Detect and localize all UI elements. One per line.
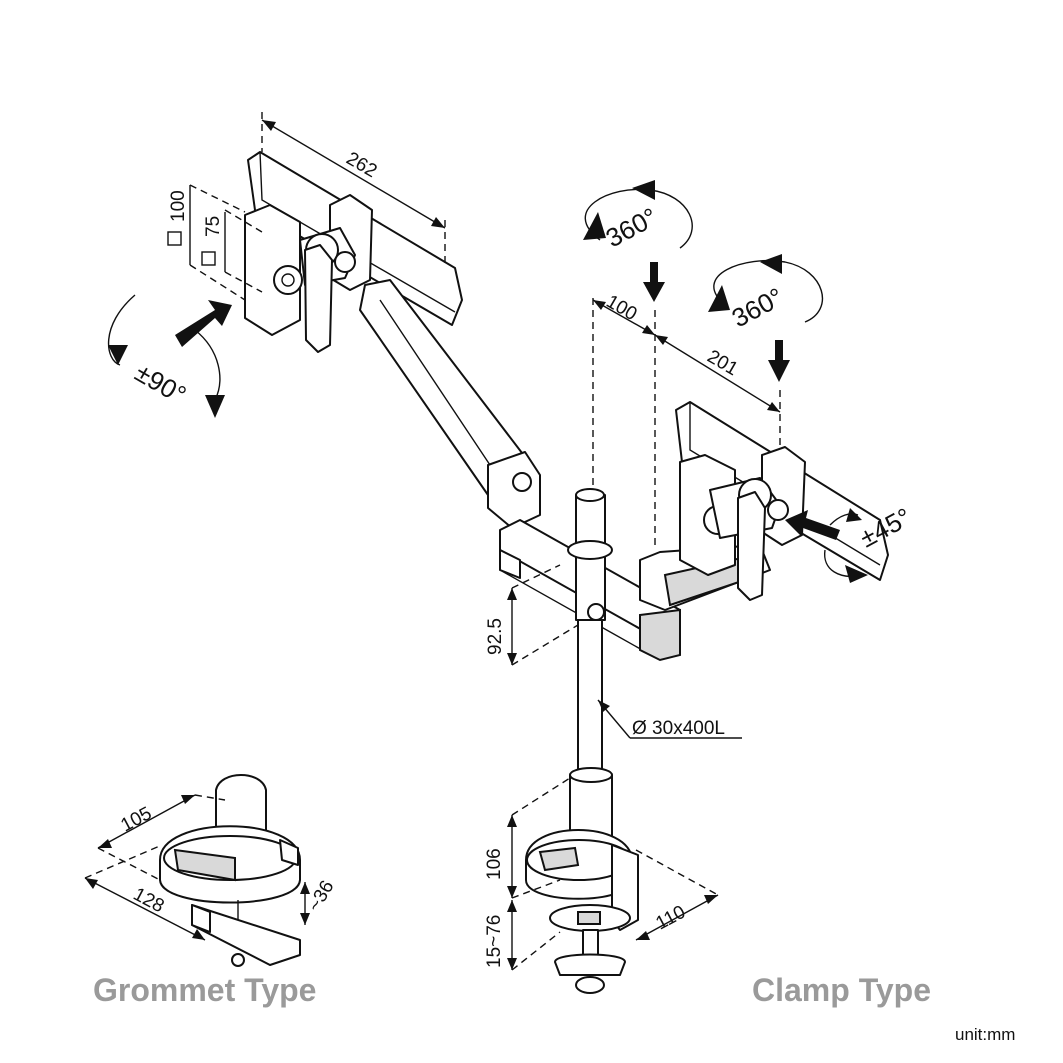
label-offset-100: 100 (603, 291, 641, 325)
rotation-arrows (108, 180, 868, 583)
left-monitor-arm (167, 151, 463, 353)
label-rotate-left: 360° (601, 202, 663, 254)
label-vesa-100: 100 (168, 190, 189, 222)
label-arm-201: 201 (704, 346, 742, 380)
clamp-type-caption: Clamp Type (752, 972, 931, 1008)
label-height-92-5: 92.5 (485, 618, 506, 655)
label-pole: Ø 30x400L (632, 718, 725, 739)
pole (569, 619, 613, 863)
clamp-base (525, 829, 639, 994)
grommet-base (159, 774, 301, 967)
label-grommet-36: ~36 (304, 877, 338, 915)
label-tilt: ±90° (130, 357, 191, 410)
unit-label: unit:mm (955, 1025, 1016, 1044)
cross-arm (499, 488, 681, 662)
label-262: 262 (343, 148, 381, 182)
label-clamp-106: 106 (484, 848, 505, 880)
dimension-lines (84, 112, 781, 971)
label-clamp-110: 110 (652, 902, 689, 935)
label-grommet-105: 105 (117, 803, 155, 836)
label-rotate-right: 360° (727, 282, 789, 334)
grommet-type-caption: Grommet Type (93, 972, 317, 1008)
label-vesa-75: 75 (203, 216, 224, 237)
label-grommet-128: 128 (130, 884, 168, 917)
upper-arm-left (359, 279, 541, 529)
label-clamp-15-76: 15~76 (484, 915, 505, 968)
